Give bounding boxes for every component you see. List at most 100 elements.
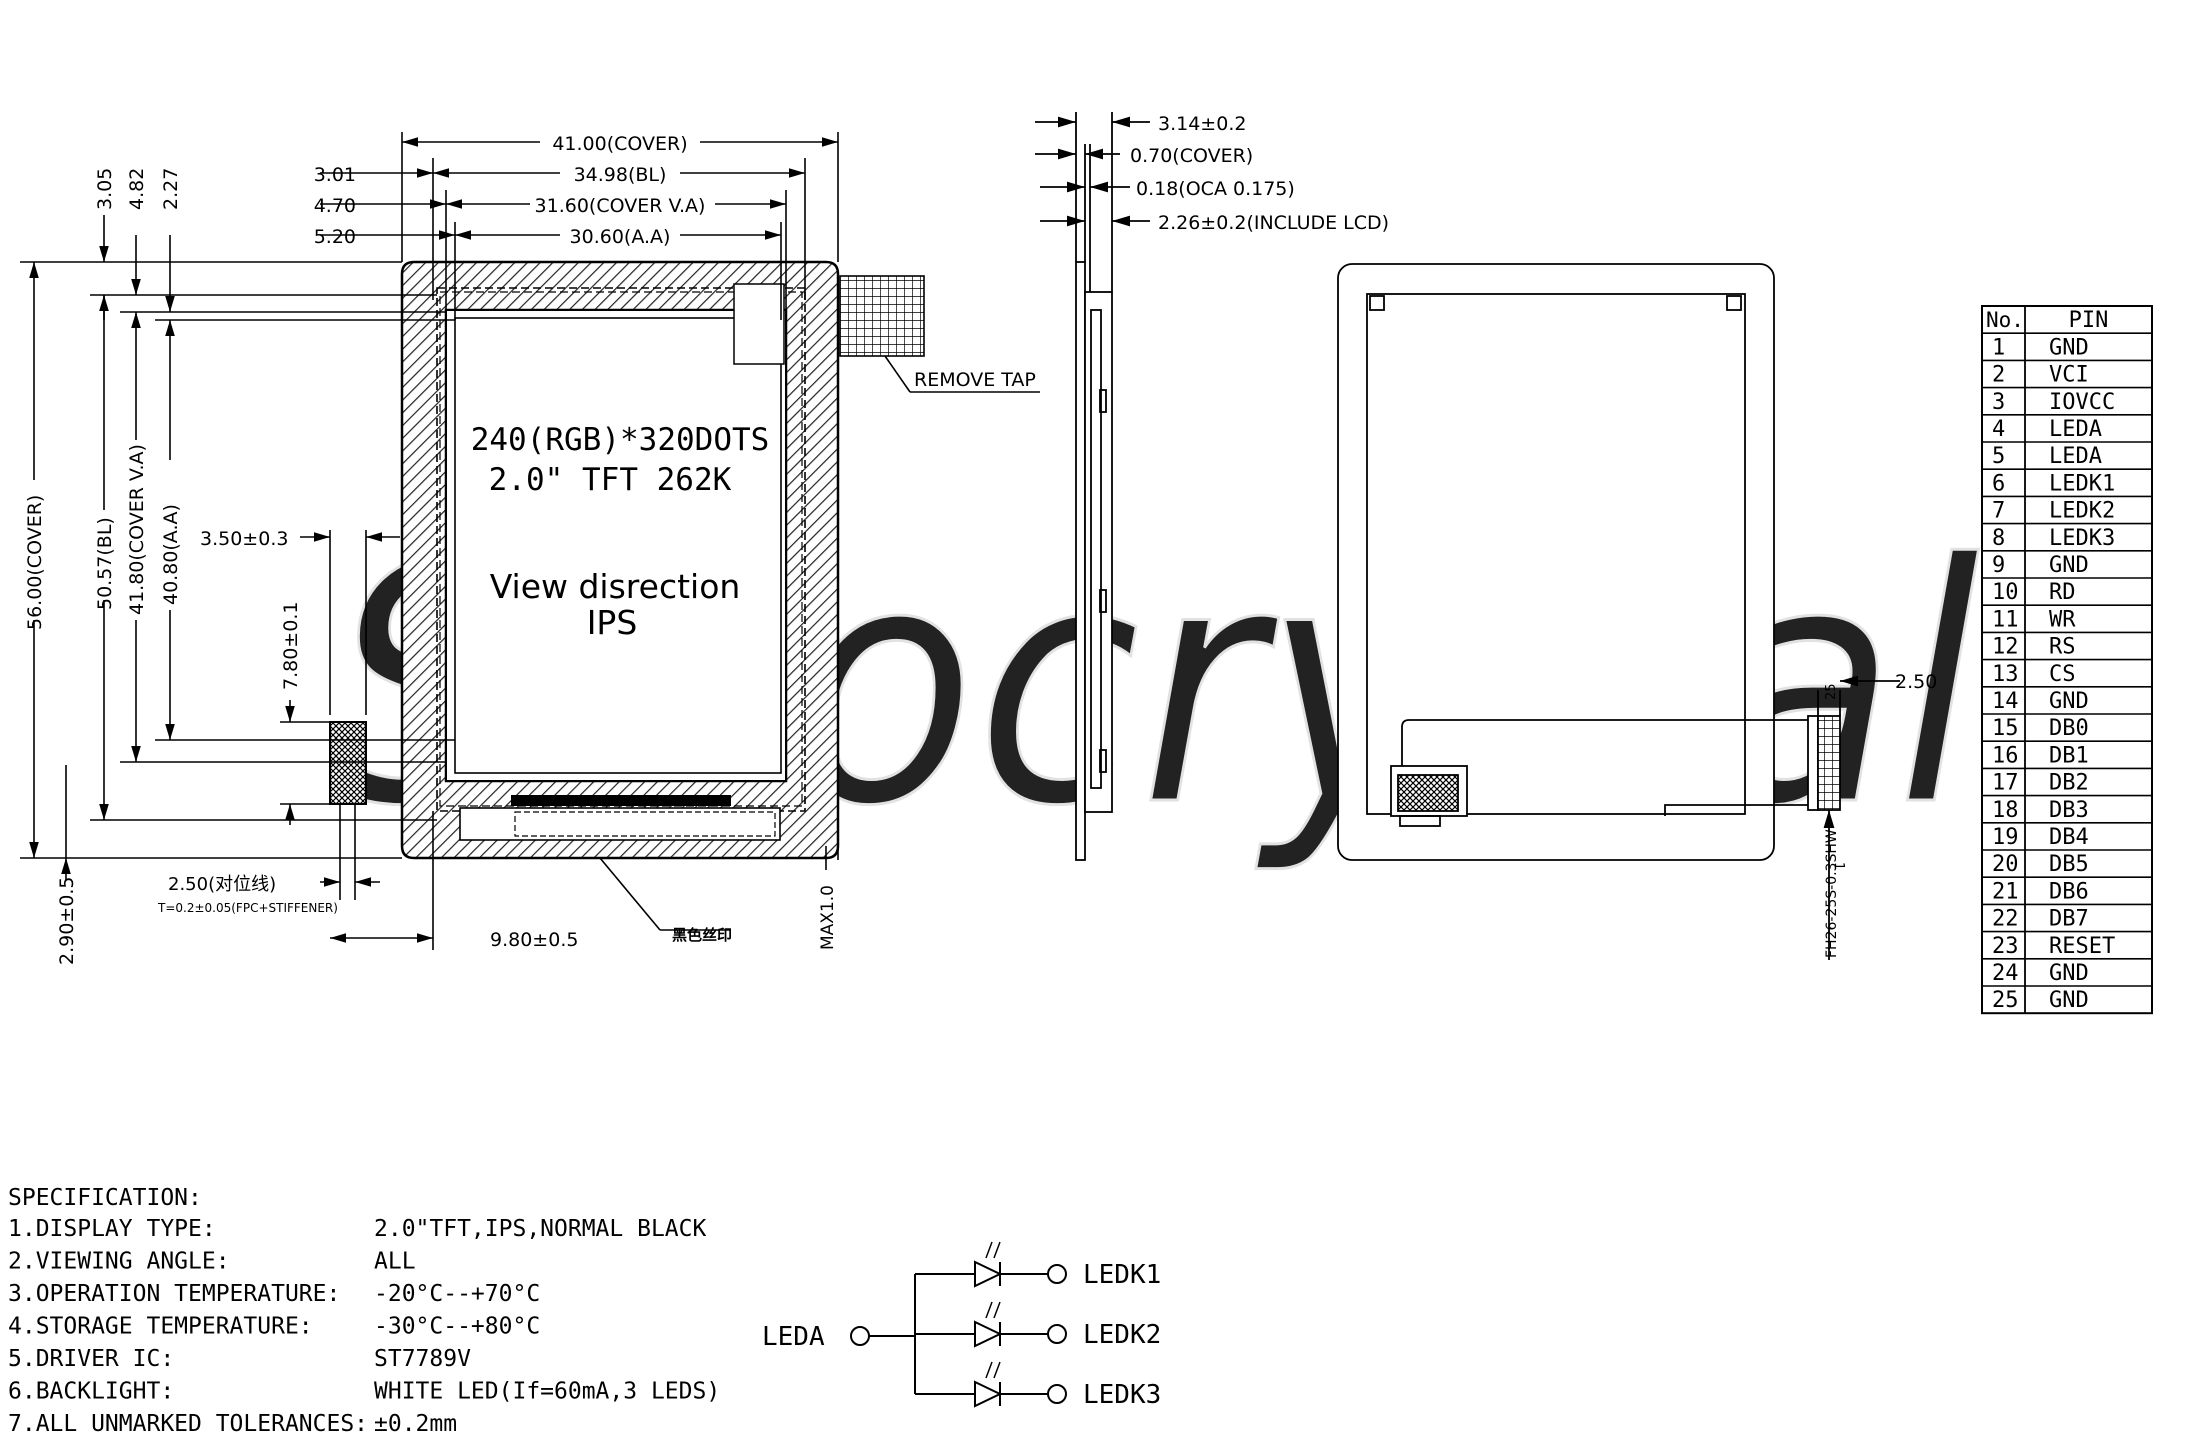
pin-name: LEDK2 xyxy=(2049,499,2115,524)
spec-label: 2.VIEWING ANGLE: xyxy=(8,1249,230,1275)
left-dimensions xyxy=(20,215,455,859)
pin-number: 12 xyxy=(1992,635,2019,660)
spec-label: 6.BACKLIGHT: xyxy=(8,1379,174,1405)
remove-tape-note: REMOVE TAP xyxy=(914,369,1036,391)
spec-value: ST7789V xyxy=(374,1346,471,1372)
spec-label: 4.STORAGE TEMPERATURE: xyxy=(8,1314,313,1340)
spec-label: 1.DISPLAY TYPE: xyxy=(8,1216,216,1242)
pin-table-header-pin: PIN xyxy=(2069,308,2109,333)
spec-list: 1.DISPLAY TYPE: 2.0"TFT,IPS,NORMAL BLACK 2… xyxy=(8,1216,720,1437)
pin-number: 17 xyxy=(1992,771,2019,796)
dim-cover-width: 41.00(COVER) xyxy=(552,133,687,155)
pin-number: 14 xyxy=(1992,689,2019,714)
spec-label: 7.ALL UNMARKED TOLERANCES: xyxy=(8,1411,368,1437)
pin-number: 21 xyxy=(1992,879,2019,904)
fpc-thickness-note: T=0.2±0.05(FPC+STIFFENER) xyxy=(157,901,338,915)
side-lcd-thickness: 2.26±0.2(INCLUDE LCD) xyxy=(1158,212,1389,234)
side-oca-thickness: 0.18(OCA 0.175) xyxy=(1136,178,1295,200)
fpc-position-dim: 9.80±0.5 xyxy=(490,929,578,951)
pin-number: 23 xyxy=(1992,934,2019,959)
fpc-width-dim: 3.50±0.3 xyxy=(200,528,288,550)
connector-pin-last: 25 xyxy=(1824,683,1839,700)
spec-label: 5.DRIVER IC: xyxy=(8,1346,174,1372)
pin-name: GND xyxy=(2049,553,2089,578)
pin-number: 4 xyxy=(1992,417,2005,442)
pin-number: 19 xyxy=(1992,825,2019,850)
pin-number: 24 xyxy=(1992,961,2019,986)
side-total-thickness: 3.14±0.2 xyxy=(1158,113,1246,135)
pin-name: DB4 xyxy=(2049,825,2089,850)
pin-name: GND xyxy=(2049,335,2089,360)
resolution-text: 240(RGB)*320DOTS xyxy=(471,422,770,458)
view-mode-text: IPS xyxy=(587,603,638,642)
side-view xyxy=(1035,112,1150,861)
pin-name: RESET xyxy=(2049,934,2115,959)
dim-aa-height: 40.80(A.A) xyxy=(160,504,182,605)
pin-number: 6 xyxy=(1992,471,2005,496)
panel-type-text: 2.0" TFT 262K xyxy=(489,462,732,498)
align-line-dim: 2.50(对位线) xyxy=(168,874,276,895)
spec-value: -20°C--+70°C xyxy=(374,1281,540,1307)
dim-top-482: 4.82 xyxy=(126,168,148,210)
pin-name: GND xyxy=(2049,988,2089,1013)
pin-name: WR xyxy=(2049,607,2076,632)
spec-value: ±0.2mm xyxy=(374,1411,457,1437)
print-note: 黑色丝印 xyxy=(672,926,732,944)
led-anode-label: LEDA xyxy=(762,1322,825,1352)
view-direction-text: View disrection xyxy=(490,567,741,606)
pin-name: DB0 xyxy=(2049,716,2089,741)
connector-pitch: 2.50 xyxy=(1895,671,1937,693)
pin-number: 13 xyxy=(1992,662,2019,687)
pin-number: 16 xyxy=(1992,743,2019,768)
pin-number: 10 xyxy=(1992,580,2019,605)
spec-value: -30°C--+80°C xyxy=(374,1314,540,1340)
pin-name: DB1 xyxy=(2049,743,2089,768)
pin-name: GND xyxy=(2049,689,2089,714)
pin-name: LEDK1 xyxy=(2049,471,2115,496)
pin-name: LEDA xyxy=(2049,444,2102,469)
dim-top-227: 2.27 xyxy=(160,168,182,210)
pin-number: 9 xyxy=(1992,553,2005,578)
dim-cover-va-width: 31.60(COVER V.A) xyxy=(535,195,706,217)
pin-name: DB7 xyxy=(2049,907,2089,932)
led-cathode-3-label: LEDK3 xyxy=(1083,1380,1161,1410)
fpc-height-dim: 7.80±0.1 xyxy=(280,602,302,690)
top-dimensions xyxy=(320,132,839,320)
pin-number: 15 xyxy=(1992,716,2019,741)
dim-bl-height: 50.57(BL) xyxy=(94,517,116,610)
back-view xyxy=(1337,263,1900,960)
pin-name: DB5 xyxy=(2049,852,2089,877)
spec-value: ALL xyxy=(374,1249,416,1275)
pin-number: 1 xyxy=(1992,335,2005,360)
dim-bl-width: 34.98(BL) xyxy=(574,164,667,186)
pin-number: 11 xyxy=(1992,607,2019,632)
led-cathode-1-label: LEDK1 xyxy=(1083,1260,1161,1290)
pin-name: LEDA xyxy=(2049,417,2102,442)
spec-value: WHITE LED(If=60mA,3 LEDS) xyxy=(374,1379,720,1405)
dim-top-305: 3.05 xyxy=(94,168,116,210)
bottom-offset-dim: 2.90±0.5 xyxy=(56,877,78,965)
max-dim: MAX1.0 xyxy=(818,885,838,950)
pin-number: 3 xyxy=(1992,390,2005,415)
pin-name: RS xyxy=(2049,635,2076,660)
pin-number: 20 xyxy=(1992,852,2019,877)
pin-number: 2 xyxy=(1992,363,2005,388)
led-circuit xyxy=(850,1241,1067,1408)
pin-name: VCI xyxy=(2049,363,2089,388)
pin-number: 18 xyxy=(1992,798,2019,823)
pin-name: LEDK3 xyxy=(2049,526,2115,551)
pin-name: DB6 xyxy=(2049,879,2089,904)
side-cover-thickness: 0.70(COVER) xyxy=(1130,145,1253,167)
led-cathode-2-label: LEDK2 xyxy=(1083,1320,1161,1350)
connector-part-number: FH26-25S-0.3SHW xyxy=(1824,829,1840,958)
dim-cover-height: 56.00(COVER) xyxy=(24,495,46,630)
dim-cover-va-height: 41.80(COVER V.A) xyxy=(126,444,148,615)
pin-name: DB3 xyxy=(2049,798,2089,823)
spec-label: 3.OPERATION TEMPERATURE: xyxy=(8,1281,340,1307)
pin-number: 7 xyxy=(1992,499,2005,524)
connector-pin-first: 1 xyxy=(1831,862,1846,870)
spec-value: 2.0"TFT,IPS,NORMAL BLACK xyxy=(374,1216,706,1242)
pin-name: DB2 xyxy=(2049,771,2089,796)
